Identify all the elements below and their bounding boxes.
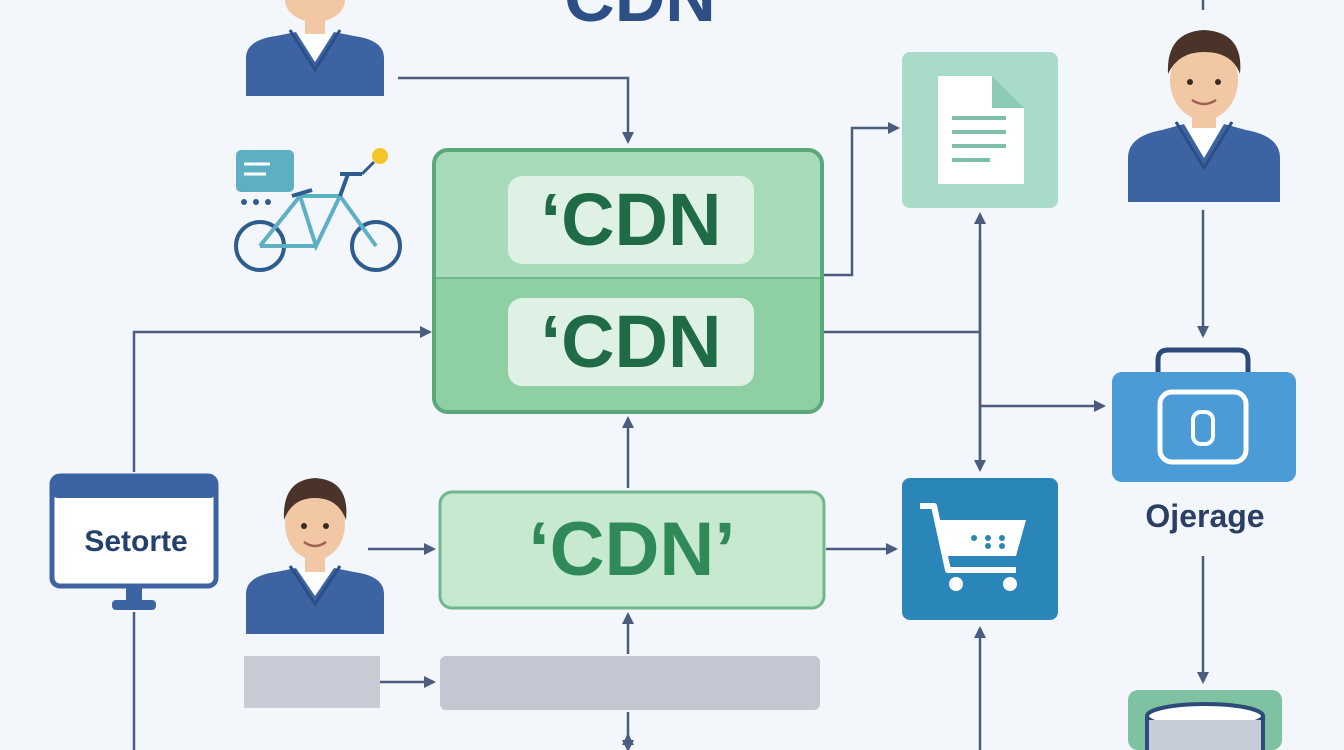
arrow-cdn-to-document (822, 122, 900, 277)
person-icon-right (1128, 30, 1280, 202)
diagram-title: CDN (520, 0, 760, 32)
cdn-box-top[interactable] (432, 148, 824, 414)
cdn-label-middle: ‘CDN’ (528, 507, 736, 592)
cdn-label-top-lower: ‘CDN (540, 300, 722, 383)
monitor-icon[interactable] (49, 473, 219, 610)
storage-label: Ojerage (1145, 498, 1265, 534)
database-icon[interactable] (1128, 690, 1282, 750)
grey-bar-left (244, 656, 380, 708)
arrow-top-user-to-cdn (398, 76, 634, 144)
delivery-bicycle-icon (234, 148, 402, 272)
monitor-label: Setorte (84, 525, 188, 558)
person-icon-middle (246, 478, 384, 634)
storage-briefcase-icon[interactable] (1112, 347, 1296, 482)
connectors (132, 0, 1209, 750)
shopping-cart-icon[interactable] (902, 478, 1058, 620)
person-icon-top (246, 0, 384, 96)
cdn-label-top-upper: ‘CDN (540, 178, 722, 261)
grey-bar-center (440, 656, 820, 710)
document-icon[interactable] (902, 52, 1058, 208)
arrow-monitor-to-cdn (132, 326, 432, 472)
cdn-box-middle[interactable] (438, 490, 826, 610)
